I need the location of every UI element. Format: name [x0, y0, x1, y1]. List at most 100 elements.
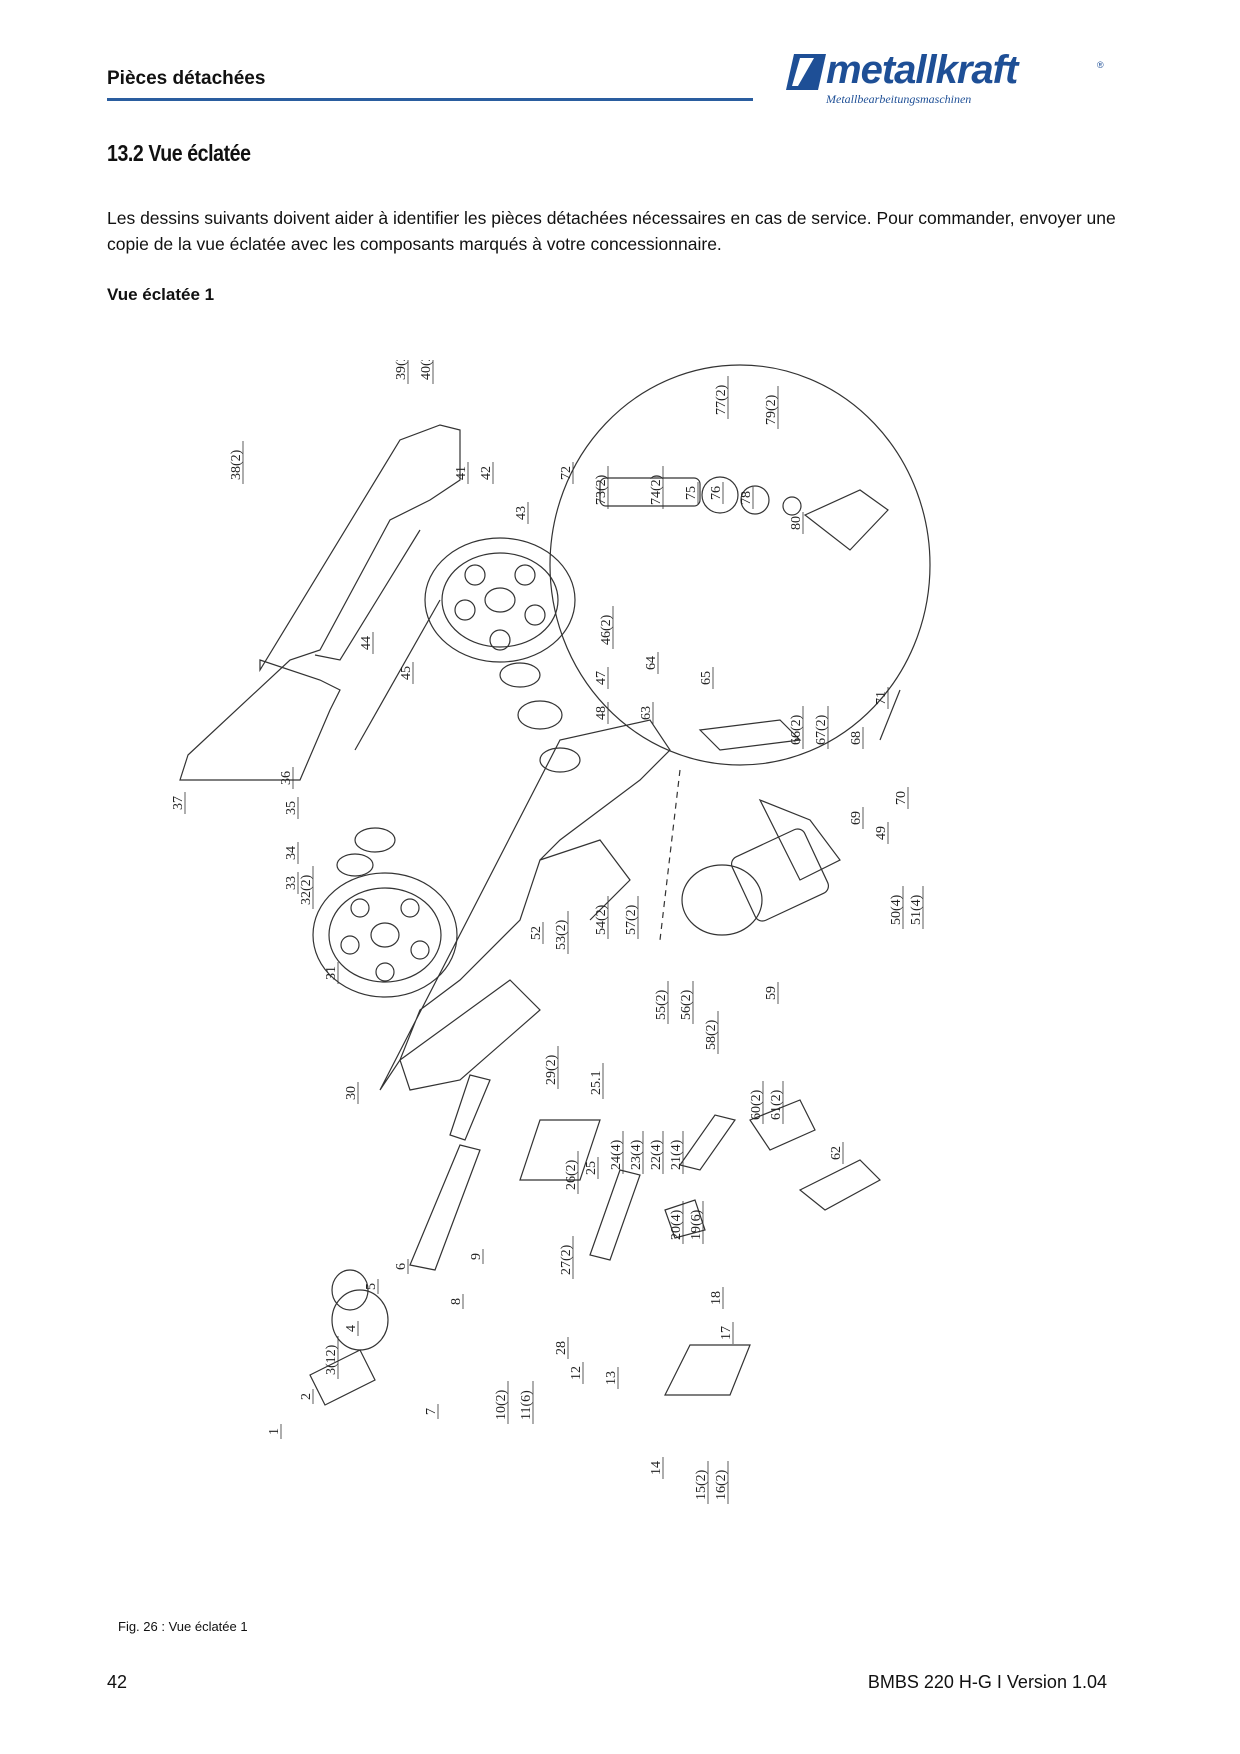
intro-paragraph: Les dessins suivants doivent aider à ide…: [107, 208, 1116, 254]
part-label: 67(2): [814, 714, 829, 745]
part-label: 11(6): [519, 1390, 534, 1420]
logo-registered-mark: ®: [1097, 60, 1104, 70]
wheel-31: [312, 872, 458, 998]
part-label: 32(2): [299, 874, 314, 905]
part-label: 79(2): [764, 394, 779, 425]
part-label: 61(2): [769, 1089, 784, 1120]
part-label: 13: [604, 1371, 619, 1385]
part-label: 1: [267, 1428, 282, 1435]
part-label: 36: [279, 771, 294, 785]
part-label: 41: [454, 466, 469, 480]
part-label: 52: [529, 926, 544, 940]
part-label: 35: [284, 801, 299, 815]
part-label: 76: [709, 486, 724, 500]
part-label: 5: [364, 1283, 379, 1290]
gear-motor-49: [681, 864, 763, 936]
part-label: 48: [594, 706, 609, 720]
logo-tagline: Metallbearbeitungsmaschinen: [826, 92, 972, 106]
part-label: 12: [569, 1366, 584, 1380]
detail-bearing-74: [701, 476, 739, 514]
part-label: 18: [709, 1291, 724, 1305]
part-label: 31: [324, 966, 339, 980]
part-label: 57(2): [624, 904, 639, 935]
part-label: 28: [554, 1341, 569, 1355]
detail-leader: [659, 769, 681, 941]
page-header-title: Pièces détachées: [107, 68, 266, 89]
part-label: 51(4): [909, 894, 924, 925]
part-label: 65: [699, 671, 714, 685]
part-label: 60(2): [749, 1089, 764, 1120]
part-label: 30: [344, 1086, 359, 1100]
section-title: 13.2 Vue éclatée: [107, 140, 251, 166]
part-label: 14: [649, 1461, 664, 1475]
part-label: 16(2): [714, 1469, 729, 1500]
part-label: 68: [849, 731, 864, 745]
part-label: 50(4): [889, 894, 904, 925]
part-label: 26(2): [564, 1159, 579, 1190]
chip-tray-14: [664, 1344, 751, 1396]
part-label: 45: [399, 666, 414, 680]
detail-washer-78: [782, 496, 802, 516]
detail-shaft: [599, 477, 701, 507]
part-label: 55(2): [654, 989, 669, 1020]
page-number: 42: [107, 1672, 128, 1692]
part-label: 34: [284, 846, 299, 860]
part-label: 49: [874, 826, 889, 840]
part-label: 78: [739, 491, 754, 505]
part-label: 72: [559, 466, 574, 480]
model-version: BMBS 220 H-G I Version 1.04: [867, 1672, 1107, 1692]
subsection-title: Vue éclatée 1: [107, 285, 215, 304]
part-label: 43: [514, 506, 529, 520]
part-label: 39(2): [394, 360, 409, 380]
part-label: 10(2): [494, 1389, 509, 1420]
part-label: 62: [829, 1146, 844, 1160]
part-label: 27(2): [559, 1244, 574, 1275]
part-label: 71: [874, 691, 889, 705]
part-label: 44: [359, 636, 374, 650]
part-label: 15(2): [694, 1469, 709, 1500]
frame-30: [379, 719, 671, 1091]
part-label: 73(2): [594, 474, 609, 505]
part-label: 54(2): [594, 904, 609, 935]
wheel-43: [424, 537, 576, 663]
detail-bearing-75: [740, 485, 770, 515]
part-label: 33: [284, 876, 299, 890]
part-label: 9: [469, 1253, 484, 1260]
metallkraft-logo: metallkraft ® Metallbearbeitungsmaschine…: [784, 48, 1104, 108]
part-label: 24(4): [609, 1139, 624, 1170]
figure-caption: Fig. 26 : Vue éclatée 1: [118, 1619, 248, 1634]
part-label: 19(6): [689, 1209, 704, 1240]
part-label: 56(2): [679, 989, 694, 1020]
part-label: 69: [849, 811, 864, 825]
part-label: 25.1: [589, 1071, 604, 1096]
blade-guard-37: [179, 424, 461, 781]
guard-fold: [314, 529, 421, 661]
part-label: 58(2): [704, 1019, 719, 1050]
part-label: 2: [299, 1393, 314, 1400]
part-label: 74(2): [649, 474, 664, 505]
part-label: 75: [684, 486, 699, 500]
part-label: 53(2): [554, 919, 569, 950]
part-label: 64: [644, 656, 659, 670]
part-label: 29(2): [544, 1054, 559, 1085]
part-label: 47: [594, 671, 609, 685]
part-label: 38(2): [229, 449, 244, 480]
part-label: 6: [394, 1263, 409, 1270]
part-label: 42: [479, 466, 494, 480]
part-label: 8: [449, 1298, 464, 1305]
part-label: 66(2): [789, 714, 804, 745]
detail-housing-80: [803, 489, 889, 551]
part-label: 77(2): [714, 384, 729, 415]
part-label: 23(4): [629, 1139, 644, 1170]
part-label: 17: [719, 1326, 734, 1340]
part-label: 21(4): [669, 1139, 684, 1170]
part-label: 20(4): [669, 1209, 684, 1240]
part-label: 59: [764, 986, 779, 1000]
part-label: 4: [344, 1325, 359, 1332]
logo-mark-icon: [786, 54, 826, 90]
detail-circle: [549, 364, 931, 766]
part-label: 3(12): [324, 1344, 339, 1375]
part-label: 37: [171, 796, 186, 810]
part-label: 46(2): [599, 614, 614, 645]
